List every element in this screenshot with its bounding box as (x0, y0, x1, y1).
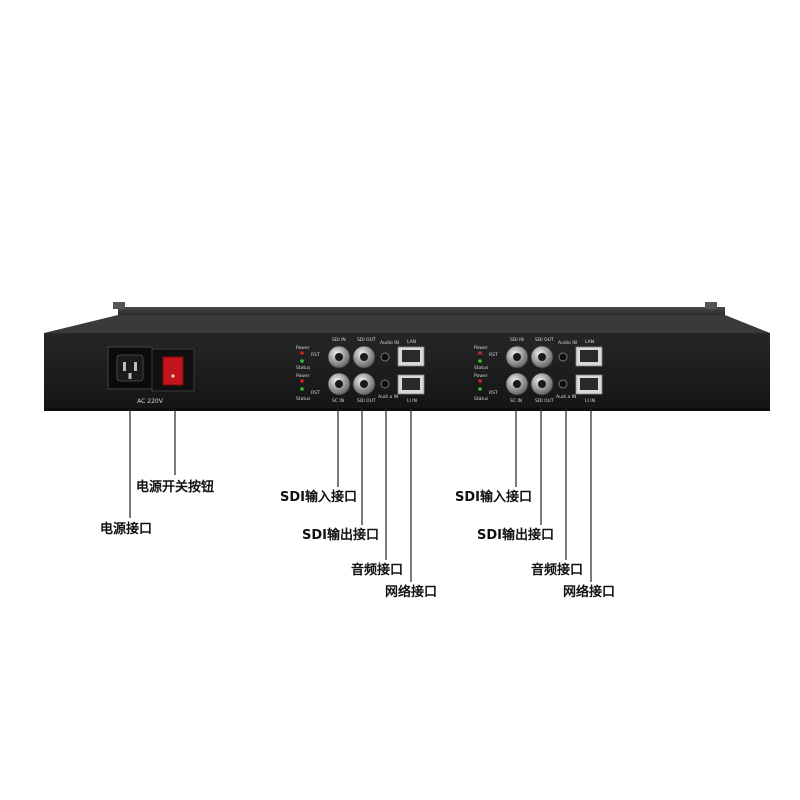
mounting-ear-right (705, 302, 717, 309)
sdi-in-label-2: SC IN (332, 398, 344, 404)
ac-pin-right (134, 362, 137, 371)
lan-label: LAN (585, 339, 594, 345)
power-label: Power (474, 345, 488, 351)
status-label: Status (296, 365, 311, 371)
power-label-2: Power (474, 373, 488, 379)
li-in-label: LI IN (585, 398, 595, 404)
sdi-out-label: SDI OUT (357, 337, 376, 343)
callout-right-sdi-out: SDI输出接口 (477, 527, 554, 543)
audio-jack-bottom[interactable] (558, 379, 568, 389)
mounting-ear-left (113, 302, 125, 309)
audio-in-label-2: Audi a IN (378, 394, 398, 400)
rj45-socket-icon (402, 350, 420, 362)
bnc-core-icon (335, 380, 343, 388)
power-led-2-icon (478, 379, 482, 383)
power-label-2: Power (296, 373, 310, 379)
chassis-bevel (44, 315, 770, 333)
rj45-socket-icon (402, 378, 420, 390)
power-led-2-icon (300, 379, 304, 383)
callout-left-audio: 音频接口 (351, 562, 403, 578)
status-label-2: Status (474, 396, 489, 402)
bnc-core-icon (360, 353, 368, 361)
ac-pin-left (123, 362, 126, 371)
status-led-icon (478, 359, 482, 363)
ac-inlet-socket (116, 354, 144, 382)
bnc-core-icon (360, 380, 368, 388)
callout-labels: 电源开关按钮 电源接口 SDI输入接口 SDI输出接口 音频接口 网络接口 SD… (100, 479, 615, 600)
callout-power-port: 电源接口 (100, 521, 152, 537)
status-label: Status (474, 365, 489, 371)
chassis-bottom-edge (44, 408, 770, 411)
callout-left-sdi-out: SDI输出接口 (302, 527, 379, 543)
rst-label: RST (489, 352, 498, 358)
status-led-2-icon (300, 387, 304, 391)
sdi-in-label-2: SC IN (510, 398, 522, 404)
rj45-socket-icon (580, 350, 598, 362)
li-in-label: LI IN (407, 398, 417, 404)
callout-right-network: 网络接口 (563, 584, 615, 600)
chassis-top (118, 307, 725, 315)
callout-right-sdi-in: SDI输入接口 (455, 489, 532, 505)
callout-left-sdi-in: SDI输入接口 (280, 489, 357, 505)
audio-jack-top[interactable] (380, 352, 390, 362)
rst-label-2: RST (311, 390, 320, 396)
callout-right-audio: 音频接口 (531, 562, 583, 578)
power-led-icon (478, 351, 482, 355)
bnc-core-icon (335, 353, 343, 361)
callout-power-switch: 电源开关按钮 (136, 479, 214, 495)
sdi-out-label-2: SDI OUT (535, 398, 554, 404)
bnc-core-icon (513, 380, 521, 388)
power-section: AC 220V (107, 346, 195, 405)
leader-lines (129, 408, 592, 582)
audio-jack-top[interactable] (558, 352, 568, 362)
status-led-2-icon (478, 387, 482, 391)
channel-group-2: Power RST Status Power RST Status SDI IN… (474, 337, 603, 404)
rst-label-2: RST (489, 390, 498, 396)
power-switch-icon (171, 374, 175, 378)
audio-in-label: Audio IN (380, 340, 399, 346)
sdi-out-label-2: SDI OUT (357, 398, 376, 404)
sdi-out-label: SDI OUT (535, 337, 554, 343)
power-led-icon (300, 351, 304, 355)
status-led-icon (300, 359, 304, 363)
power-label: Power (296, 345, 310, 351)
bnc-core-icon (538, 353, 546, 361)
lan-label: LAN (407, 339, 416, 345)
sdi-in-label: SDI IN (510, 337, 524, 343)
power-switch-button[interactable] (162, 356, 184, 386)
audio-in-label: Audio IN (558, 340, 577, 346)
sdi-in-label: SDI IN (332, 337, 346, 343)
ac-pin-ground (128, 373, 132, 379)
rj45-socket-icon (580, 378, 598, 390)
callout-left-network: 网络接口 (385, 584, 437, 600)
status-label-2: Status (296, 396, 311, 402)
rst-label: RST (311, 352, 320, 358)
bnc-core-icon (538, 380, 546, 388)
audio-in-label-2: Audi a IN (556, 394, 576, 400)
bnc-core-icon (513, 353, 521, 361)
ac-voltage-label: AC 220V (137, 398, 164, 405)
audio-jack-bottom[interactable] (380, 379, 390, 389)
channel-group-1: Power RST Status Power RST Status SDI IN… (296, 337, 425, 404)
